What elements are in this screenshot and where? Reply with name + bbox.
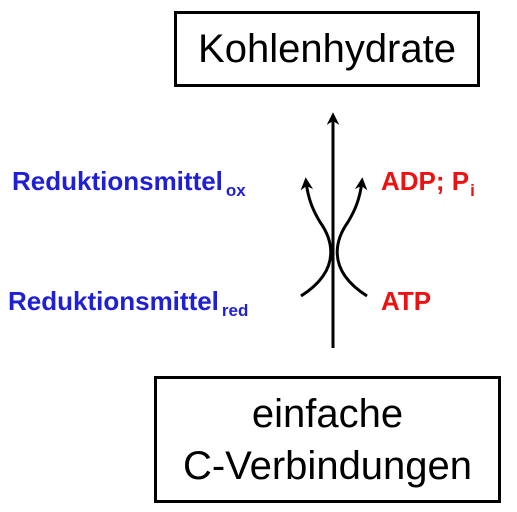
- product-label: Kohlenhydrate: [198, 26, 456, 71]
- reductant-oxidized-base: Reduktionsmittel: [12, 166, 223, 196]
- energy-released-label: ADP; Pi: [381, 166, 475, 199]
- energy-consumed-label: ATP: [381, 288, 431, 314]
- substrate-label-line2: C-Verbindungen: [182, 443, 473, 488]
- reductant-coupling-arrow: [300, 177, 333, 298]
- reductant-oxidized-subscript: ox: [225, 181, 246, 200]
- product-box: Kohlenhydrate: [174, 11, 480, 87]
- energy-coupling-arrow: [335, 177, 368, 298]
- energy-released-base: ADP; P: [381, 166, 470, 196]
- substrate-label-line1: einfache: [251, 391, 404, 436]
- energy-released-subscript: i: [470, 181, 475, 200]
- substrate-box: einfache C-Verbindungen: [154, 376, 501, 503]
- reductant-reduced-base: Reduktionsmittel: [8, 286, 219, 316]
- energy-consumed-text: ATP: [381, 286, 432, 316]
- reductant-reduced-subscript: red: [221, 301, 249, 320]
